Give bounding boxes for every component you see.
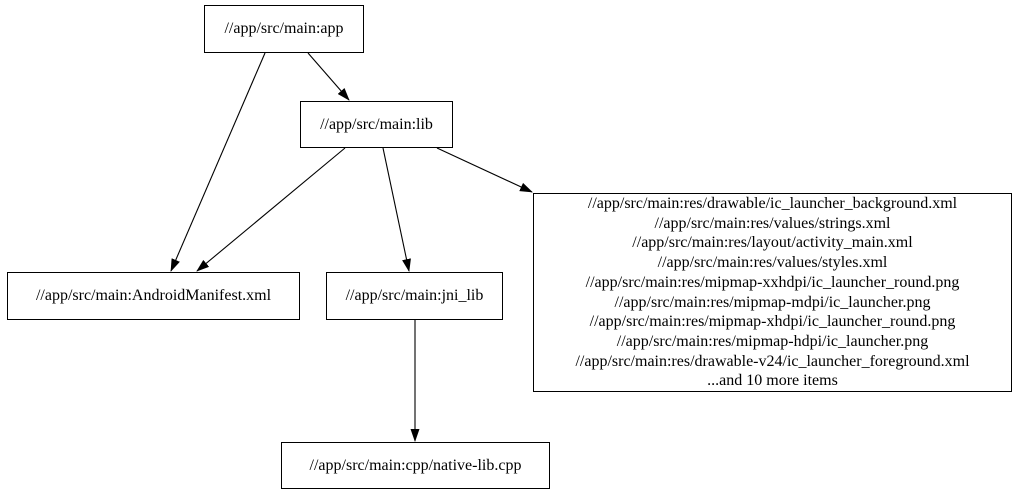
- resource-item: //app/src/main:res/layout/activity_main.…: [632, 234, 913, 252]
- resource-item: //app/src/main:res/mipmap-mdpi/ic_launch…: [614, 293, 931, 311]
- resource-item: //app/src/main:res/values/styles.xml: [657, 254, 888, 272]
- node-resources: //app/src/main:res/drawable/ic_launcher_…: [533, 193, 1012, 392]
- resource-item: //app/src/main:res/drawable/ic_launcher_…: [587, 194, 958, 212]
- node-native-lib: //app/src/main:cpp/native-lib.cpp: [281, 442, 550, 489]
- resource-item: //app/src/main:res/values/strings.xml: [654, 214, 891, 232]
- edge-lib-to-resources: [436, 147, 533, 193]
- edge-lib-to-jni-lib: [382, 147, 411, 272]
- node-app-label: //app/src/main:app: [224, 20, 344, 38]
- edge-app-to-android-manifest: [170, 52, 266, 272]
- node-jni-lib-label: //app/src/main:jni_lib: [345, 287, 484, 305]
- resource-item: //app/src/main:res/drawable-v24/ic_launc…: [575, 352, 970, 370]
- node-android-manifest: //app/src/main:AndroidManifest.xml: [7, 272, 300, 320]
- node-android-manifest-label: //app/src/main:AndroidManifest.xml: [35, 287, 272, 305]
- resource-more-items: ...and 10 more items: [707, 372, 838, 390]
- resource-item: //app/src/main:res/mipmap-hdpi/ic_launch…: [616, 332, 929, 350]
- resource-item: //app/src/main:res/mipmap-xxhdpi/ic_laun…: [585, 273, 960, 291]
- node-jni-lib: //app/src/main:jni_lib: [326, 272, 503, 320]
- node-native-lib-label: //app/src/main:cpp/native-lib.cpp: [309, 456, 522, 474]
- edge-lib-to-android-manifest: [196, 147, 346, 272]
- edge-app-to-lib: [307, 52, 350, 101]
- node-lib-label: //app/src/main:lib: [320, 115, 433, 133]
- node-app: //app/src/main:app: [204, 5, 364, 53]
- resource-item: //app/src/main:res/mipmap-xhdpi/ic_launc…: [589, 313, 956, 331]
- node-lib: //app/src/main:lib: [300, 101, 453, 148]
